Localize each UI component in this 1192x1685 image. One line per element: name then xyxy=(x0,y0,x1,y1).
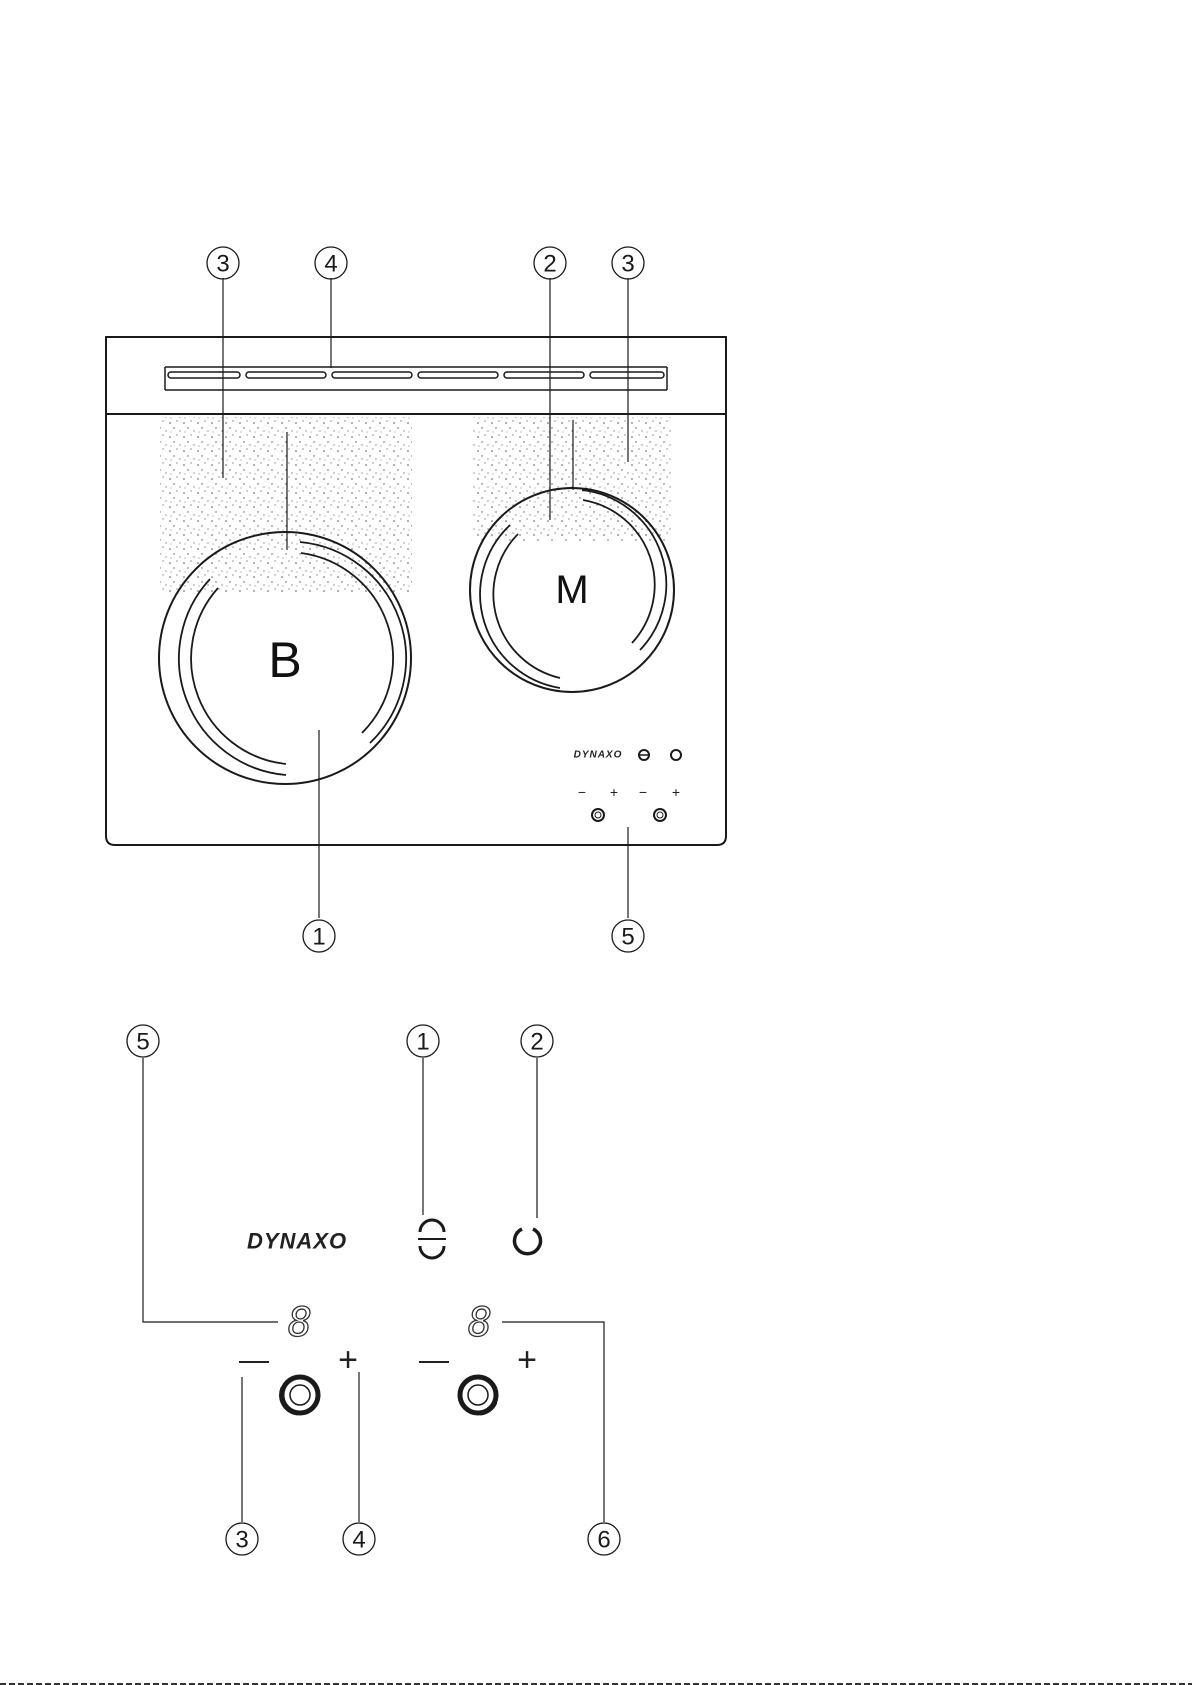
svg-text:3: 3 xyxy=(235,1527,248,1554)
hob-plus-left: + xyxy=(610,784,618,800)
vent-slot xyxy=(590,372,664,378)
panel-plus-left: + xyxy=(338,1341,358,1379)
panel-callout-6: 6 xyxy=(588,1523,620,1555)
panel-callout-1: 1 xyxy=(407,1025,439,1057)
panel-callout-4: 4 xyxy=(343,1523,375,1555)
power-icon xyxy=(515,1229,541,1254)
svg-text:5: 5 xyxy=(136,1029,149,1056)
zone-b-label: B xyxy=(268,632,301,688)
panel-minus-right: — xyxy=(419,1344,449,1377)
hob-control-panel: DYNAXO − + − + xyxy=(574,750,681,822)
svg-text:2: 2 xyxy=(530,1029,543,1056)
slider-control-left xyxy=(282,1377,318,1413)
panel-plus-right: + xyxy=(517,1341,537,1379)
panel-brand-logo: DYNAXO xyxy=(247,1229,347,1254)
svg-text:6: 6 xyxy=(597,1527,610,1554)
callout-4: 4 xyxy=(315,247,347,279)
svg-text:2: 2 xyxy=(543,251,556,278)
rear-vent-strip xyxy=(106,337,726,414)
svg-text:3: 3 xyxy=(621,251,634,278)
svg-text:3: 3 xyxy=(216,251,229,278)
panel-leader-lines xyxy=(143,1058,604,1522)
vent-slot xyxy=(332,372,412,378)
vent-slot xyxy=(168,372,240,378)
hob-slider-right xyxy=(654,809,666,821)
hob-plus-right: + xyxy=(672,784,680,800)
svg-text:4: 4 xyxy=(324,251,337,278)
hob-minus-left: − xyxy=(578,784,586,800)
vent-slot xyxy=(504,372,584,378)
panel-minus-left: — xyxy=(239,1344,269,1377)
svg-text:4: 4 xyxy=(352,1527,365,1554)
stippled-area-right xyxy=(472,417,672,542)
hob-power-icon xyxy=(671,750,681,760)
slider-control-right xyxy=(460,1377,496,1413)
pause-icon xyxy=(418,1220,446,1258)
display-right: 8 xyxy=(468,1300,492,1346)
vent-bar xyxy=(165,367,667,390)
vent-slot xyxy=(246,372,326,378)
svg-text:1: 1 xyxy=(312,924,325,951)
svg-text:5: 5 xyxy=(621,924,634,951)
callout-3-left: 3 xyxy=(207,247,239,279)
svg-text:1: 1 xyxy=(416,1029,429,1056)
callout-2: 2 xyxy=(534,247,566,279)
vent-slot xyxy=(418,372,498,378)
hob-pause-icon xyxy=(639,750,649,760)
callout-1: 1 xyxy=(303,920,335,952)
hob-minus-right: − xyxy=(639,784,647,800)
panel-callout-5: 5 xyxy=(127,1025,159,1057)
callout-3-right: 3 xyxy=(612,247,644,279)
panel-callout-3: 3 xyxy=(226,1523,258,1555)
hob-slider-left xyxy=(592,809,604,821)
hob-top-view: B M DYNAXO − + − + xyxy=(106,247,726,952)
panel-callout-2: 2 xyxy=(521,1025,553,1057)
display-left: 8 xyxy=(288,1300,312,1346)
control-panel-detail: DYNAXO 8 8 — + — + xyxy=(127,1025,620,1555)
callout-5: 5 xyxy=(612,920,644,952)
hob-brand-logo: DYNAXO xyxy=(574,750,623,761)
zone-m-label: M xyxy=(555,568,588,612)
